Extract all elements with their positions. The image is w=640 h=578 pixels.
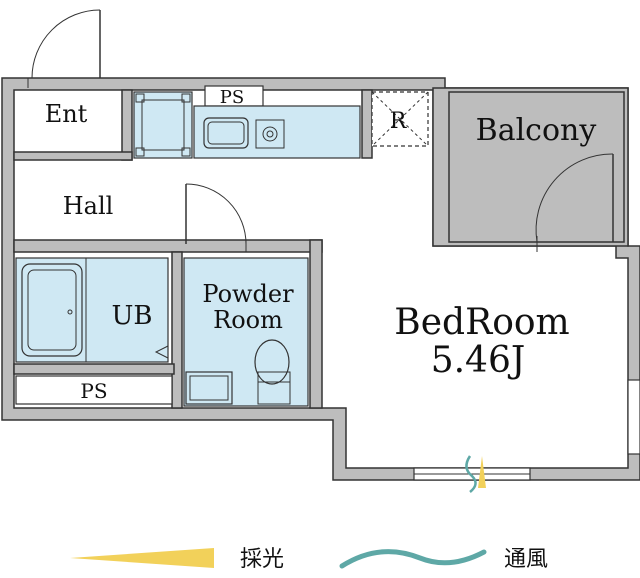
- balcony-door-swing: [535, 153, 614, 243]
- stove: [255, 119, 285, 149]
- wall-ent-right: [121, 89, 133, 161]
- wall-ent-bottom: [13, 151, 133, 161]
- cab-corner-4: [181, 147, 191, 157]
- cab-corner-1: [135, 93, 145, 103]
- washbasin-inner: [189, 375, 229, 401]
- wall-ub-right: [171, 251, 183, 409]
- toilet: [254, 339, 290, 385]
- legend-ventilation-label: 通風: [504, 547, 548, 572]
- wall-kitchen-right: [361, 89, 373, 159]
- burner-inner: [266, 130, 274, 138]
- shoe-cabinet-inner: [141, 99, 185, 151]
- balcony-wall: [432, 87, 629, 247]
- wall-bath-right: [309, 239, 323, 409]
- legend-ventilation-icon: [339, 549, 487, 569]
- ventilation-indicator-icon: [465, 455, 477, 493]
- bath-door-triangle: [154, 345, 169, 359]
- sink: [203, 117, 249, 149]
- cab-corner-3: [135, 147, 145, 157]
- bathtub: [21, 263, 83, 357]
- legend-sunlight-icon: [70, 548, 214, 568]
- toilet-seat-base: [257, 371, 291, 383]
- entrance-door-swing: [31, 9, 101, 79]
- label-fridge: R: [390, 109, 408, 134]
- shoe-cabinet: [133, 91, 193, 159]
- drain-icon: [67, 309, 73, 315]
- label-ps-bottom: PS: [80, 379, 107, 403]
- label-hall: Hall: [63, 192, 114, 220]
- ps-bottom-box: [15, 375, 173, 405]
- fridge-x2: [371, 91, 429, 147]
- label-ps-top: PS: [220, 87, 244, 108]
- wall-bath-top: [13, 239, 323, 253]
- label-powder-2: Room: [213, 306, 283, 334]
- wall-ps-top: [13, 363, 175, 375]
- bathtub-inner: [27, 269, 77, 351]
- cab-corner-2: [181, 93, 191, 103]
- label-bedroom-name: BedRoom: [394, 302, 569, 343]
- burner-icon: [262, 126, 278, 142]
- label-balcony: Balcony: [476, 113, 597, 148]
- powder-door-swing: [185, 183, 247, 245]
- label-ent: Ent: [45, 100, 88, 128]
- label-bedroom-size: 5.46J: [431, 340, 526, 381]
- right-window: [627, 379, 640, 455]
- label-ub: UB: [111, 301, 152, 331]
- sunlight-indicator-icon: [478, 456, 486, 488]
- sink-basin: [207, 121, 245, 145]
- legend-sunlight-label: 採光: [240, 547, 284, 572]
- washbasin: [185, 371, 233, 405]
- label-powder-1: Powder: [202, 280, 294, 308]
